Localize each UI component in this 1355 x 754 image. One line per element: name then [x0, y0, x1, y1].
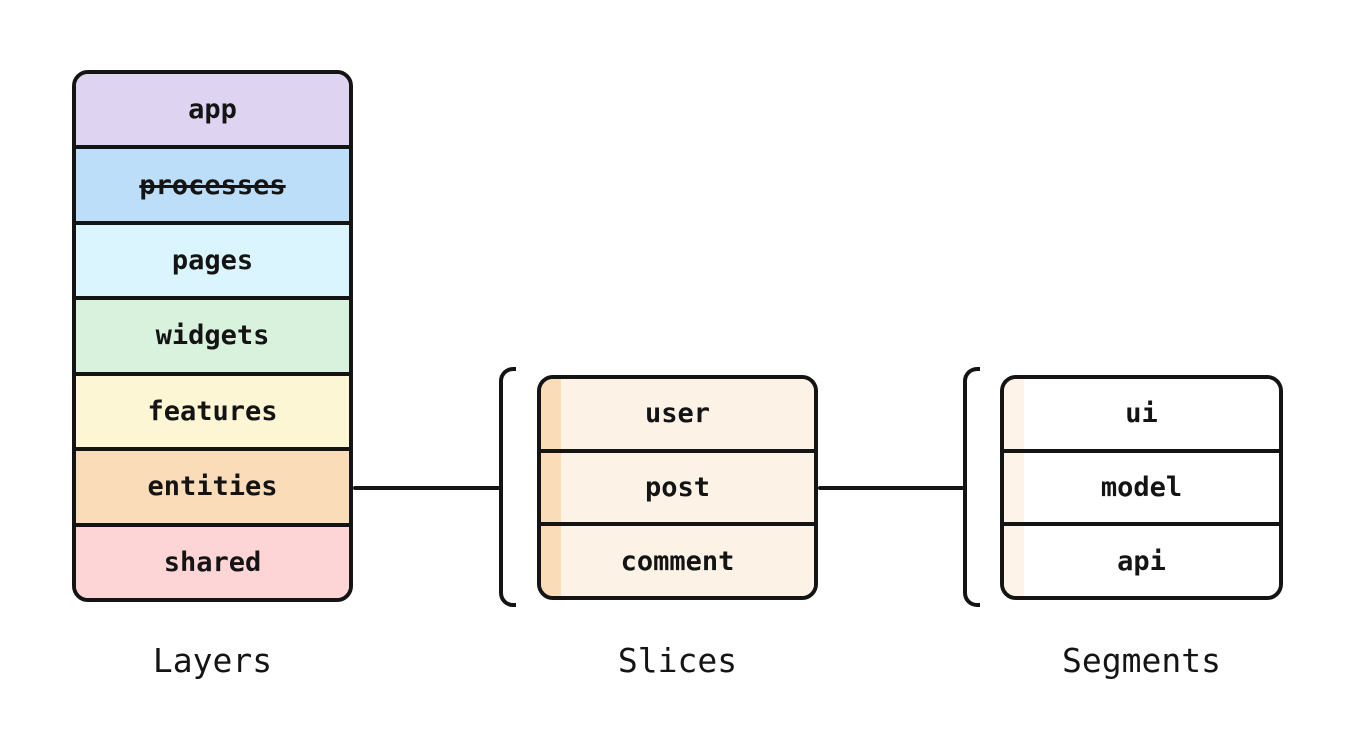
layer-label-processes-deprecated: processes — [139, 169, 286, 201]
slice-label-post: post — [644, 472, 711, 503]
segments-stack: ui model api — [1000, 375, 1283, 600]
layer-row-shared: shared — [76, 522, 349, 598]
layer-label-shared: shared — [163, 546, 262, 578]
layer-label-widgets: widgets — [155, 320, 270, 352]
layer-row-widgets: widgets — [76, 296, 349, 372]
segments-bracket-icon — [963, 367, 980, 607]
layer-row-features: features — [76, 371, 349, 448]
slice-label-user: user — [644, 398, 711, 430]
layer-row-entities: entities — [76, 447, 349, 523]
connector-entities-to-slices — [353, 486, 500, 490]
slice-row-comment: comment — [541, 522, 814, 596]
slice-row-user: user — [541, 379, 814, 449]
layers-caption: Layers — [152, 641, 273, 680]
layer-label-app: app — [188, 94, 237, 126]
segment-row-model: model — [1004, 448, 1279, 523]
slice-label-comment: comment — [620, 545, 735, 577]
layer-row-app: app — [76, 74, 349, 146]
slices-caption: Slices — [617, 641, 738, 680]
slice-row-post: post — [541, 448, 814, 523]
slices-stack: user post comment — [537, 375, 818, 600]
layer-row-pages: pages — [76, 220, 349, 297]
layer-label-pages: pages — [171, 245, 254, 277]
segment-row-ui: ui — [1004, 379, 1279, 449]
segments-caption: Segments — [1062, 641, 1221, 680]
segment-label-api: api — [1117, 545, 1166, 577]
segment-label-model: model — [1100, 472, 1183, 503]
layers-stack: app processes pages widgets features ent… — [72, 70, 353, 602]
slices-bracket-icon — [499, 367, 516, 607]
layer-label-entities: entities — [147, 471, 278, 503]
segment-row-api: api — [1004, 522, 1279, 596]
segment-label-ui: ui — [1125, 398, 1158, 430]
connector-slices-to-segments — [818, 486, 964, 490]
layer-label-features: features — [147, 395, 278, 427]
layer-row-processes: processes — [76, 145, 349, 221]
